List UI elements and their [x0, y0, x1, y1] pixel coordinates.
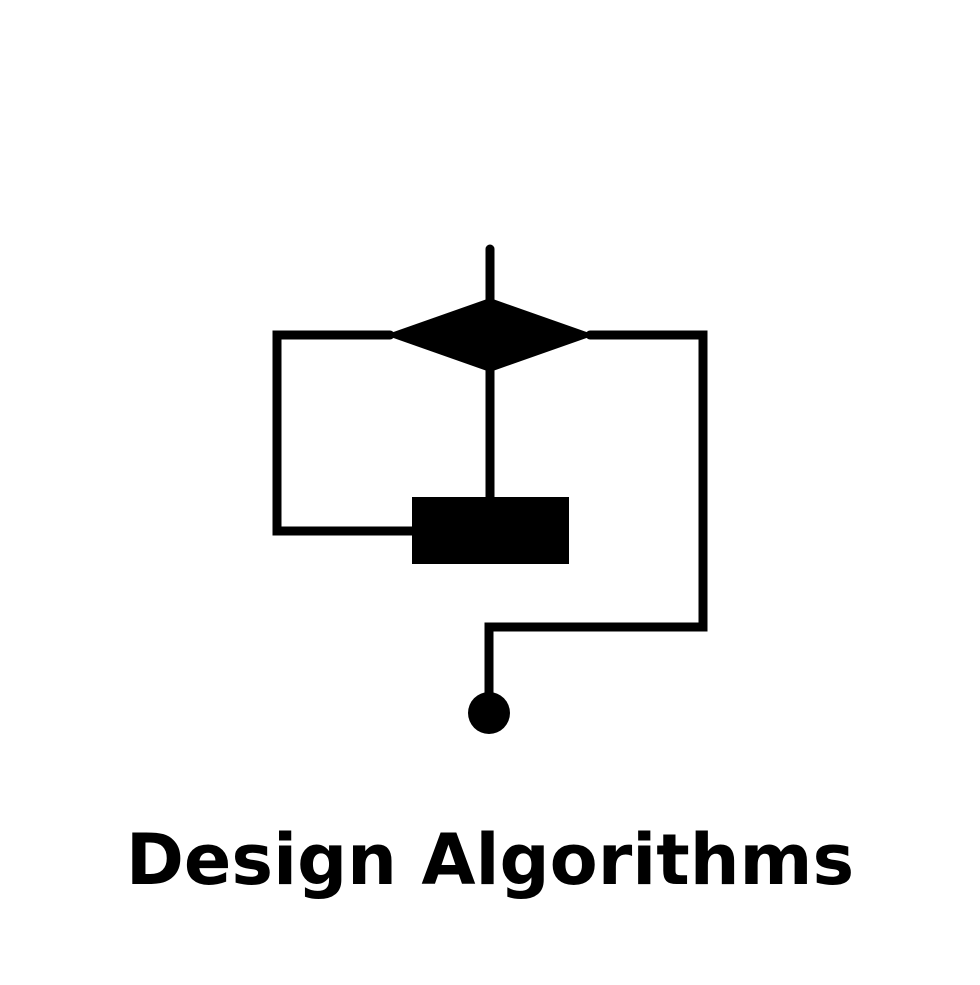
decision-diamond	[385, 298, 595, 372]
process-block	[412, 497, 569, 564]
right-exit-line	[484, 330, 708, 702]
end-terminal-dot	[468, 692, 510, 734]
left-loop-line	[272, 330, 421, 536]
caption-title: Design Algorithms	[125, 819, 855, 901]
